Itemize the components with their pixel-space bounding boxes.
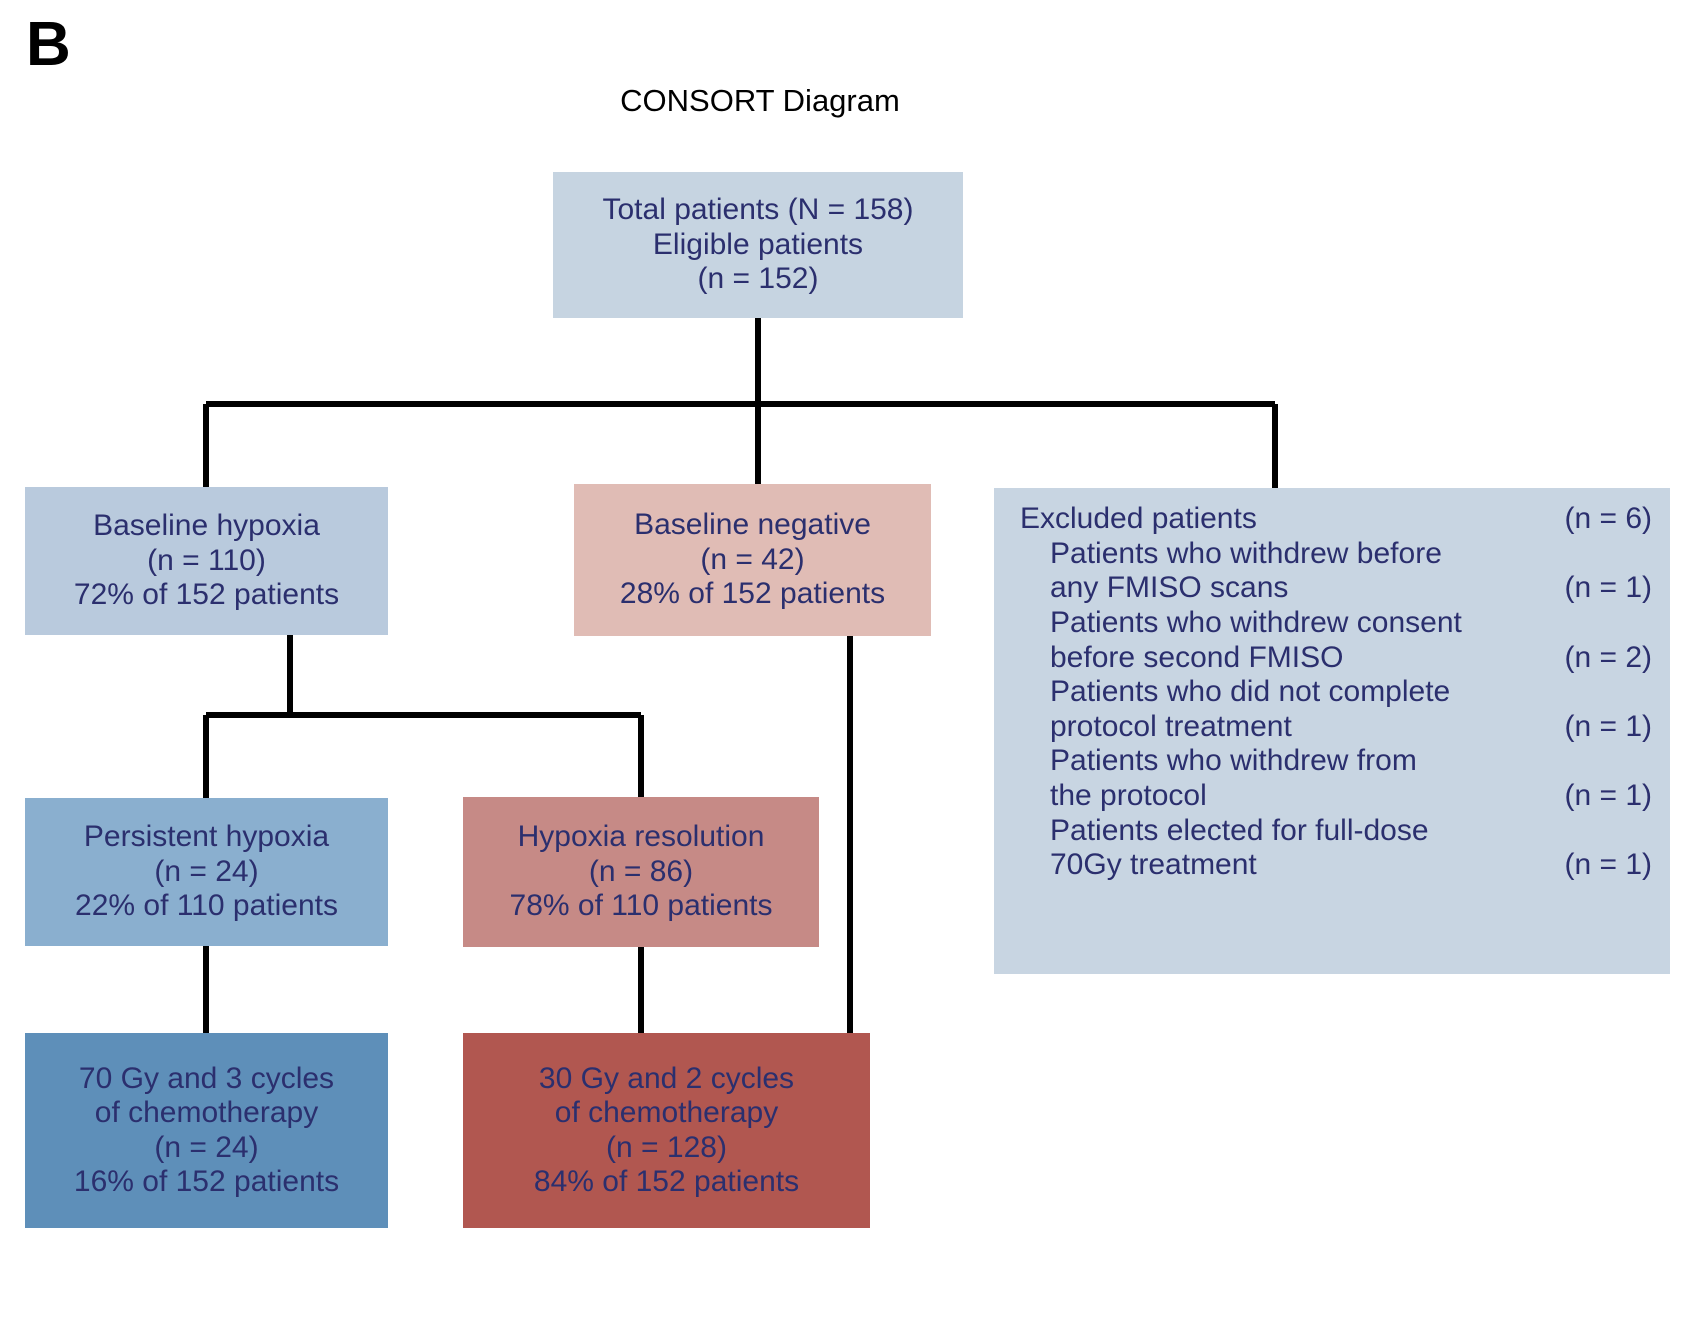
node-total-line-1: Total patients (N = 158) <box>602 193 914 227</box>
node-hypoxia-resolution-line-3: 78% of 110 patients <box>509 889 773 923</box>
excluded-row-count: (n = 1) <box>1564 571 1652 605</box>
excluded-row-label: before second FMISO <box>1050 640 1344 674</box>
node-baseline-hypoxia-line-2: (n = 110) <box>147 543 266 577</box>
excluded-row-count: (n = 6) <box>1564 502 1652 535</box>
node-treatment-30gy[interactable]: 30 Gy and 2 cycles of chemotherapy (n = … <box>463 1033 870 1228</box>
node-baseline-negative-line-3: 28% of 152 patients <box>619 577 886 611</box>
excluded-row: before second FMISO (n = 2) <box>1020 641 1652 676</box>
node-treatment-30gy-line-4: 84% of 152 patients <box>533 1164 800 1198</box>
excluded-row-label: Patients who did not complete <box>1050 675 1451 709</box>
excluded-row: the protocol (n = 1) <box>1020 779 1652 814</box>
node-treatment-70gy-line-1: 70 Gy and 3 cycles <box>78 1061 335 1095</box>
node-persistent-hypoxia[interactable]: Persistent hypoxia (n = 24) 22% of 110 p… <box>25 798 388 946</box>
node-treatment-30gy-line-3: (n = 128) <box>606 1130 727 1164</box>
node-persistent-hypoxia-line-2: (n = 24) <box>154 854 259 888</box>
excluded-row: 70Gy treatment (n = 1) <box>1020 848 1652 883</box>
excluded-row-label: the protocol <box>1050 779 1207 813</box>
excluded-row-count: (n = 2) <box>1564 640 1652 674</box>
node-hypoxia-resolution[interactable]: Hypoxia resolution (n = 86) 78% of 110 p… <box>463 797 819 947</box>
node-treatment-70gy-line-2: of chemotherapy <box>94 1096 319 1130</box>
excluded-row: any FMISO scans (n = 1) <box>1020 571 1652 606</box>
excluded-row: Patients who did not complete <box>1020 675 1652 710</box>
node-persistent-hypoxia-line-3: 22% of 110 patients <box>75 889 338 923</box>
node-baseline-negative-line-1: Baseline negative <box>634 508 871 542</box>
node-total-line-2: Eligible patients <box>652 227 864 261</box>
excluded-row-label: Patients who withdrew from <box>1050 744 1417 778</box>
excluded-row-label: Patients elected for full-dose <box>1050 813 1429 847</box>
node-baseline-hypoxia-line-1: Baseline hypoxia <box>93 509 320 543</box>
node-treatment-70gy-line-3: (n = 24) <box>154 1130 259 1164</box>
node-hypoxia-resolution-line-1: Hypoxia resolution <box>517 820 765 854</box>
node-baseline-hypoxia[interactable]: Baseline hypoxia (n = 110) 72% of 152 pa… <box>25 487 388 635</box>
node-total-line-3: (n = 152) <box>697 262 819 296</box>
node-baseline-negative[interactable]: Baseline negative (n = 42) 28% of 152 pa… <box>574 484 931 636</box>
node-total-patients[interactable]: Total patients (N = 158) Eligible patien… <box>553 172 963 318</box>
excluded-row-label: 70Gy treatment <box>1050 848 1257 882</box>
excluded-row-label: Excluded patients <box>1020 502 1257 535</box>
node-hypoxia-resolution-line-2: (n = 86) <box>588 854 694 888</box>
panel-letter-b: B <box>26 10 71 79</box>
excluded-row: Patients who withdrew consent <box>1020 606 1652 641</box>
excluded-row: Patients who withdrew before <box>1020 537 1652 572</box>
diagram-title: CONSORT Diagram <box>620 83 900 118</box>
excluded-row-label: protocol treatment <box>1050 709 1292 743</box>
excluded-row: Excluded patients (n = 6) <box>1020 502 1652 537</box>
excluded-row: Patients elected for full-dose <box>1020 814 1652 849</box>
node-treatment-30gy-line-2: of chemotherapy <box>554 1096 779 1130</box>
node-baseline-hypoxia-line-3: 72% of 152 patients <box>73 578 340 612</box>
excluded-row-count: (n = 1) <box>1564 709 1652 743</box>
excluded-row: Patients who withdrew from <box>1020 744 1652 779</box>
node-treatment-30gy-line-1: 30 Gy and 2 cycles <box>538 1061 795 1095</box>
node-baseline-negative-line-2: (n = 42) <box>700 542 805 576</box>
excluded-row: protocol treatment (n = 1) <box>1020 710 1652 745</box>
excluded-row-label: any FMISO scans <box>1050 571 1289 605</box>
excluded-row-label: Patients who withdrew consent <box>1050 605 1462 639</box>
excluded-row-label: Patients who withdrew before <box>1050 536 1442 570</box>
node-treatment-70gy-line-4: 16% of 152 patients <box>73 1164 340 1198</box>
node-persistent-hypoxia-line-1: Persistent hypoxia <box>83 820 330 854</box>
excluded-row-count: (n = 1) <box>1564 779 1652 813</box>
node-excluded-patients[interactable]: Excluded patients (n = 6) Patients who wit… <box>994 488 1670 974</box>
excluded-row-count: (n = 1) <box>1564 848 1652 882</box>
node-treatment-70gy[interactable]: 70 Gy and 3 cycles of chemotherapy (n = … <box>25 1033 388 1228</box>
